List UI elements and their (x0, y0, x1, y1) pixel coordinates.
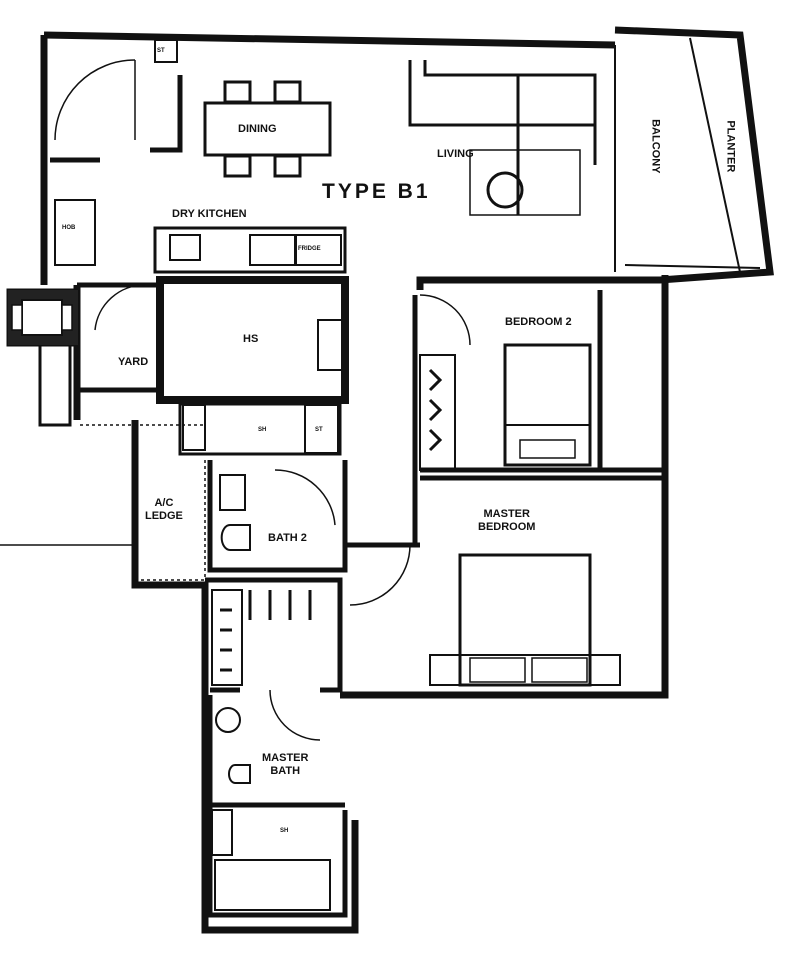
label-master-bath-line1: MASTER (262, 752, 309, 764)
sofa (408, 60, 597, 216)
label-master-bedroom-line1: MASTER (483, 508, 530, 520)
label-hob: HOB (62, 225, 76, 231)
label-dry-kitchen: DRY KITCHEN (172, 208, 247, 220)
label-sh-bath2: SH (258, 427, 267, 433)
label-ac-ledge-line1: A/C (154, 497, 174, 509)
label-master-bedroom-line2: BEDROOM (478, 520, 536, 533)
wardrobes (211, 354, 456, 686)
label-bedroom-2: BEDROOM 2 (505, 316, 572, 328)
label-master-bedroom: MASTER BEDROOM (478, 508, 535, 533)
label-yard: YARD (118, 356, 149, 368)
interior-walls (6, 75, 665, 918)
kitchen-fixtures (54, 39, 344, 371)
label-st-bath2: ST (315, 427, 323, 433)
bath-fixtures (182, 404, 339, 911)
label-fridge: FRIDGE (298, 246, 321, 252)
door-swings (54, 59, 471, 741)
label-dining: DINING (238, 123, 277, 135)
label-ac-ledge-line2: LEDGE (145, 509, 183, 522)
plan-title: TYPE B1 (322, 180, 431, 203)
label-planter: PLANTER (724, 120, 737, 173)
label-sh-master: SH (280, 828, 289, 834)
label-ac-ledge: A/C LEDGE (145, 497, 183, 522)
label-bath-2: BATH 2 (268, 532, 307, 544)
label-master-bath: MASTER BATH (262, 752, 308, 777)
balcony-lines (614, 37, 761, 273)
hatch-ac-ledge (80, 424, 206, 581)
label-st-top: ST (157, 48, 165, 54)
label-living: LIVING (437, 148, 474, 160)
label-hs: HS (243, 333, 259, 345)
label-balcony: BALCONY (649, 119, 662, 174)
label-master-bath-line2: BATH (270, 764, 301, 777)
bed-bedroom-2 (503, 343, 592, 467)
bed-master (429, 553, 621, 687)
left-box-pattern (8, 290, 78, 345)
dining-table (203, 80, 332, 178)
exterior-walls (40, 26, 774, 934)
